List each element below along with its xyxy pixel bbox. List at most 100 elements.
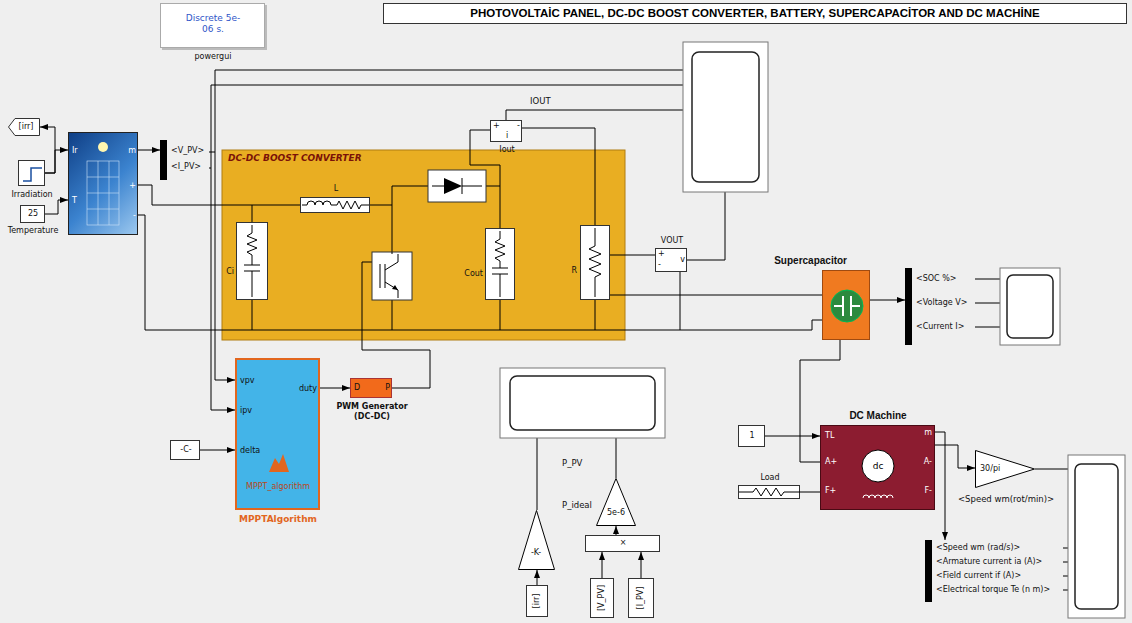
wire <box>23 168 42 181</box>
symbol-part <box>976 451 1035 488</box>
bus-selector: <Speed wm (rad/s)><Armature current ia (… <box>925 540 1063 602</box>
pwm-generator: DPPWM Generator (DC-DC) <box>350 378 392 398</box>
block-name: MPPTAlgorithm <box>239 514 317 525</box>
power-wire <box>522 128 595 225</box>
wire <box>834 296 860 316</box>
wire <box>863 495 893 498</box>
port-label: <V_PV> <box>171 146 204 156</box>
symbol-part <box>683 42 768 192</box>
port-label: i <box>506 131 508 141</box>
block-symbol <box>486 229 514 299</box>
load-resistor: R <box>580 225 610 300</box>
wire <box>492 231 508 297</box>
port-label: [irr] <box>19 122 34 132</box>
wire <box>252 205 253 222</box>
product-block: × <box>585 535 660 552</box>
power-wire <box>610 295 822 296</box>
port-label: F- <box>925 486 933 496</box>
block-name: VOUT <box>661 236 683 246</box>
symbol-part <box>1075 464 1118 609</box>
wire <box>302 201 369 209</box>
port-label: - <box>133 211 136 221</box>
symbol-part <box>87 161 119 225</box>
wire <box>444 178 462 194</box>
gain-block: 5e-6 <box>596 478 636 526</box>
symbol-part <box>692 52 759 182</box>
power-wire <box>610 255 655 256</box>
wire <box>486 186 500 228</box>
wire <box>687 192 725 260</box>
wire <box>1035 469 1068 470</box>
port-label: <Speed wm (rad/s)> <box>936 543 1020 553</box>
scope <box>1068 455 1125 618</box>
symbol-part <box>519 511 555 570</box>
wire <box>1063 562 1068 563</box>
port-label: × <box>620 538 627 548</box>
from-tag: [I_PV] <box>628 578 654 618</box>
wire <box>432 178 482 194</box>
bus-selector: <SOC %><Voltage V><Current I> <box>905 268 975 345</box>
port-label: vpv <box>240 376 255 386</box>
port-label: 1 <box>749 431 754 441</box>
signal-line <box>641 552 642 578</box>
port-label: ipv <box>240 406 252 416</box>
symbol-part <box>1000 268 1060 345</box>
port-label: T <box>72 196 77 206</box>
wire <box>269 454 289 472</box>
port-label: -K- <box>531 548 541 558</box>
port-label: [V_PV] <box>597 585 607 611</box>
port-label: F+ <box>825 486 836 496</box>
block-symbol <box>581 226 609 299</box>
constant-block: 1 <box>738 425 765 447</box>
converter-band: DC-DC BOOST CONVERTERLCiCoutR <box>222 150 625 340</box>
port-label: <Electrical torque Te (n m)> <box>936 585 1050 595</box>
wire <box>595 300 596 330</box>
wire <box>392 285 398 290</box>
symbol-part <box>428 170 486 202</box>
signal-line <box>870 300 905 301</box>
port-label: MPPT_algorithm <box>246 482 310 492</box>
wire <box>392 300 393 330</box>
port-label: D <box>354 383 360 393</box>
signal-line <box>537 570 538 585</box>
port-label: [I_PV] <box>636 587 646 610</box>
from-tag: [V_PV] <box>590 578 614 618</box>
mppt-function-block: vpvipvdeltadutyMPPT_algorithmMPPTAlgorit… <box>235 358 320 510</box>
wire <box>370 205 392 252</box>
signal-line <box>616 526 617 535</box>
port-label: A+ <box>825 457 837 467</box>
signal-line <box>602 552 603 578</box>
input-capacitor: Ci <box>236 222 268 300</box>
port-label: Discrete 5e-06 s. <box>181 13 245 35</box>
port-label: 5e-6 <box>607 508 625 518</box>
wire <box>252 272 680 330</box>
wire <box>975 327 1000 328</box>
block-name: DC Machine <box>849 410 906 422</box>
goto-tag: [irr] <box>8 118 40 136</box>
block-symbol <box>237 223 267 299</box>
gain-block: -K- <box>518 510 555 570</box>
symbol-part <box>597 479 636 526</box>
wire <box>392 186 428 205</box>
inductor: L <box>300 197 370 213</box>
port-label: <Current I> <box>916 322 964 332</box>
wire <box>680 320 822 330</box>
scope <box>683 42 768 192</box>
diagram-title: PHOTOVOLTAİC PANEL, DC-DC BOOST CONVERTE… <box>383 3 1127 24</box>
power-wire <box>800 492 820 493</box>
gain-block: 30/pi <box>975 450 1035 488</box>
block-name: Irradiation <box>11 190 52 200</box>
wire <box>537 438 538 510</box>
power-wire <box>138 215 252 330</box>
wire <box>506 110 683 120</box>
port-label: + <box>658 249 665 259</box>
wire <box>244 225 260 297</box>
block-name: Supercapacitor <box>774 255 847 267</box>
step-source: Irradiation <box>18 160 45 186</box>
pv-panel: IrTm+- <box>68 132 138 235</box>
port-label: <Field current if (A)> <box>936 571 1021 581</box>
wire <box>739 488 800 496</box>
port-label: <SOC %> <box>916 274 957 284</box>
bus-selector: <V_PV><I_PV> <box>160 140 209 180</box>
